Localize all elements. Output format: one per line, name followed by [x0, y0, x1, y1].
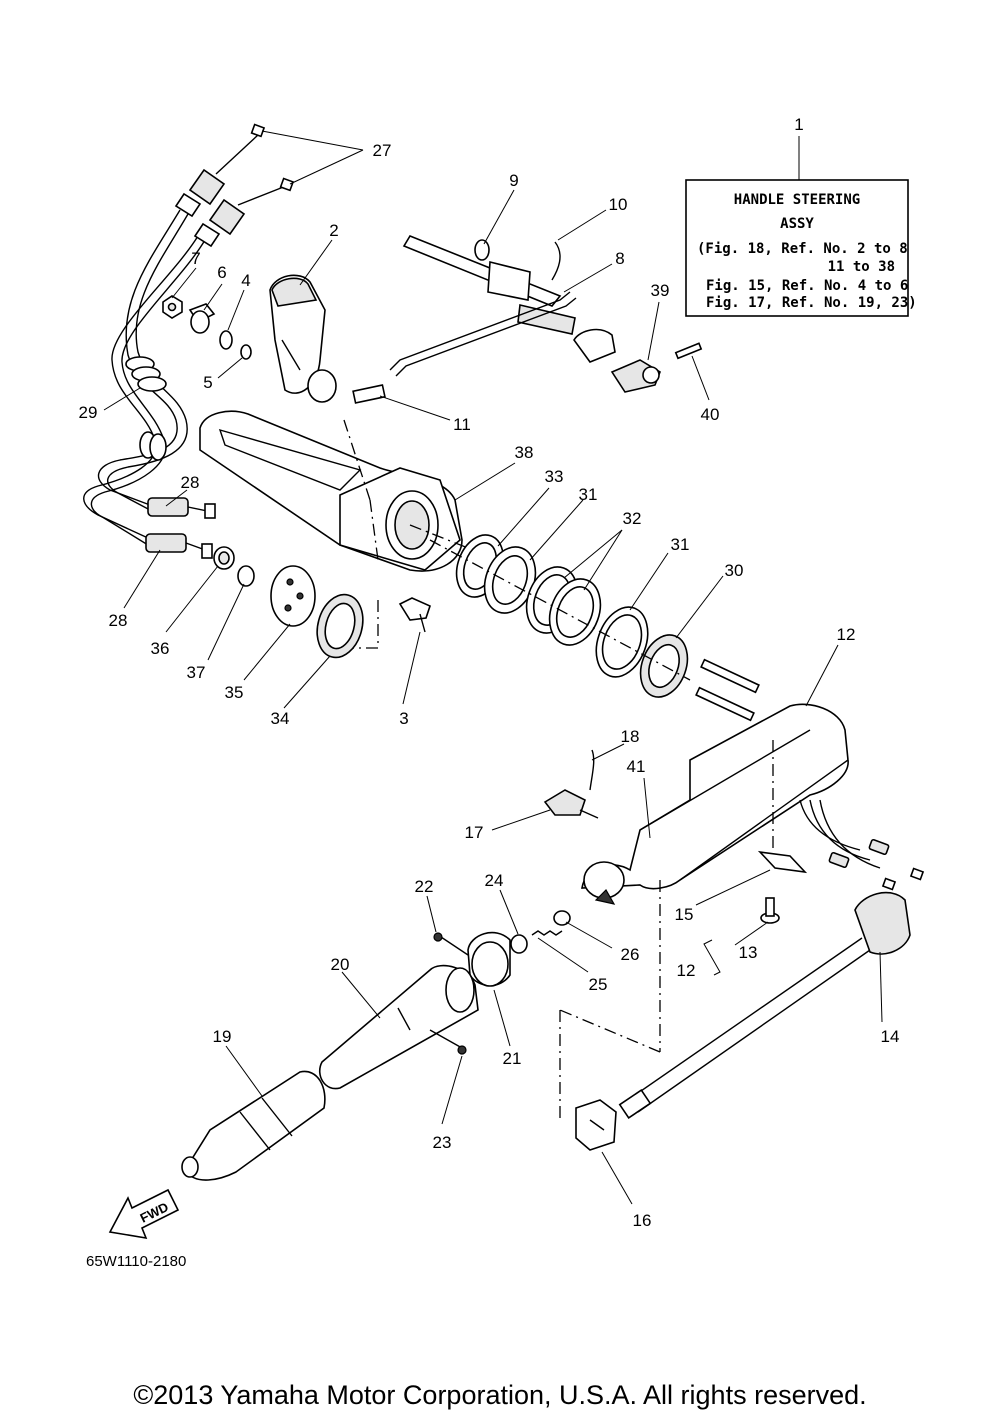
callout-30: 30 — [725, 561, 744, 580]
callout-29: 29 — [79, 403, 98, 422]
callout-32: 32 — [623, 509, 642, 528]
decal-11 — [352, 384, 386, 404]
center-lines — [332, 419, 379, 649]
callout-28-upper: 28 — [181, 473, 200, 492]
parts-39-40 — [610, 342, 703, 393]
callout-33: 33 — [545, 467, 564, 486]
callout-4: 4 — [241, 271, 250, 290]
callout-35: 35 — [225, 683, 244, 702]
callout-15: 15 — [675, 905, 694, 924]
washers-30-34 — [316, 534, 691, 698]
callout-24: 24 — [485, 871, 504, 890]
parts-17-18 — [543, 749, 599, 819]
callout-17: 17 — [465, 823, 484, 842]
assy-line-4: 11 to 38 — [828, 259, 895, 275]
callout-19: 19 — [213, 1027, 232, 1046]
callout-36: 36 — [151, 639, 170, 658]
callout-40: 40 — [701, 405, 720, 424]
callout-22: 22 — [415, 877, 434, 896]
callout-11: 11 — [453, 415, 471, 434]
callout-13: 13 — [739, 943, 758, 962]
callout-14: 14 — [881, 1027, 900, 1046]
friction-rod-14 — [618, 891, 911, 1120]
callout-6: 6 — [217, 263, 226, 282]
assy-info-box: HANDLE STEERING ASSY (Fig. 18, Ref. No. … — [685, 179, 917, 317]
callout-20: 20 — [331, 955, 350, 974]
forward-direction-arrow: FWD — [108, 1188, 180, 1240]
leader-lines — [103, 130, 883, 1205]
callout-21: 21 — [503, 1049, 522, 1068]
callout-7: 7 — [191, 249, 200, 268]
throttle-grip-19 — [181, 1070, 326, 1181]
assy-line-2: ASSY — [780, 216, 814, 232]
callout-37: 37 — [187, 663, 206, 682]
callout-10: 10 — [609, 195, 628, 214]
callout-41: 41 — [627, 757, 646, 776]
center-lines-lower — [559, 880, 661, 1122]
callout-12-bracket: 12 — [677, 961, 696, 980]
callout-12: 12 — [837, 625, 856, 644]
callout-26: 26 — [621, 945, 640, 964]
assy-line-5: Fig. 15, Ref. No. 4 to 6 — [706, 278, 908, 294]
callout-23: 23 — [433, 1133, 452, 1152]
shaft-assembly-8-9-10 — [389, 235, 616, 377]
assy-line-1: HANDLE STEERING — [734, 192, 860, 208]
parts-35-37 — [213, 546, 431, 633]
throttle-shaft-20 — [318, 964, 479, 1090]
callout-8: 8 — [615, 249, 624, 268]
callout-28-lower: 28 — [109, 611, 128, 630]
diagram-code: 65W1110-2180 — [86, 1253, 186, 1270]
bolt-13 — [760, 897, 780, 924]
callout-2: 2 — [329, 221, 338, 240]
callout-16: 16 — [633, 1211, 652, 1230]
part-16 — [575, 1099, 617, 1151]
callout-3: 3 — [399, 709, 408, 728]
callout-9: 9 — [509, 171, 518, 190]
callout-34: 34 — [271, 709, 290, 728]
callout-1: 1 — [794, 115, 803, 134]
small-parts-4-7 — [162, 295, 252, 360]
callout-numbers: 1 2 3 4 5 6 7 8 9 10 11 12 12 13 14 15 1… — [79, 115, 900, 1230]
steering-bracket-12 — [581, 658, 925, 905]
callout-39: 39 — [651, 281, 670, 300]
callout-31-upper: 31 — [579, 485, 598, 504]
callout-25: 25 — [589, 975, 608, 994]
callout-38: 38 — [515, 443, 534, 462]
lever-part-2 — [269, 274, 337, 403]
callout-27: 27 — [373, 141, 392, 160]
throttle-cables — [83, 123, 295, 559]
assy-line-3: (Fig. 18, Ref. No. 2 to 8 — [697, 241, 908, 257]
copyright-notice: ©2013 Yamaha Motor Corporation, U.S.A. A… — [133, 1380, 867, 1410]
callout-31-lower: 31 — [671, 535, 690, 554]
steering-handle-body — [199, 410, 469, 572]
callout-5: 5 — [203, 373, 212, 392]
parts-21-26 — [433, 910, 571, 987]
callout-18: 18 — [621, 727, 640, 746]
assy-line-6: Fig. 17, Ref. No. 19, 23) — [706, 295, 917, 311]
